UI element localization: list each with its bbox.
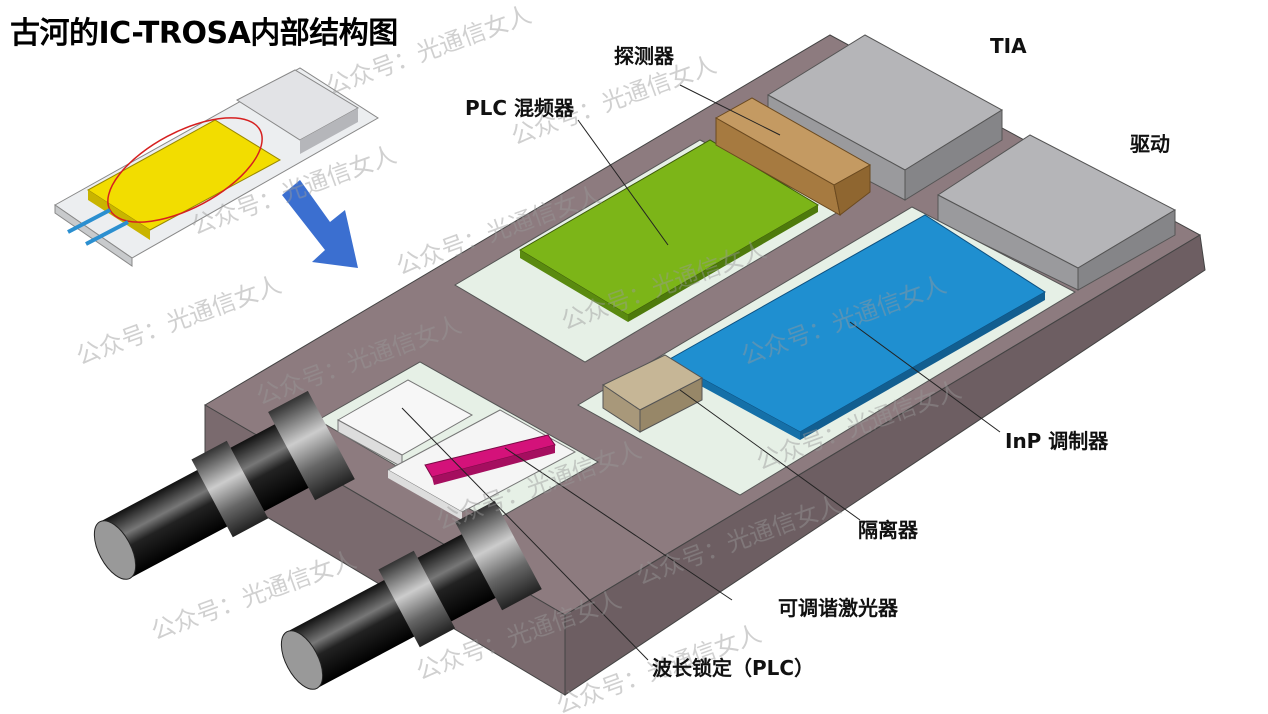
label-detector: 探测器 <box>614 44 674 68</box>
label-tia: TIA <box>990 34 1027 58</box>
fiber-connector-2 <box>280 500 542 690</box>
arrow-icon <box>282 180 358 268</box>
label-wavelength-locker: 波长锁定（PLC） <box>652 656 815 680</box>
inset-module <box>54 67 379 268</box>
label-inp-modulator: InP 调制器 <box>1005 429 1109 453</box>
svg-text:公众号：光通信女人: 公众号：光通信女人 <box>72 270 285 370</box>
wavelength-locker-plc <box>336 379 474 468</box>
fiber-connector-1 <box>93 390 355 580</box>
label-tunable-laser: 可调谐激光器 <box>778 596 898 620</box>
isolator <box>602 354 704 433</box>
label-isolator: 隔离器 <box>858 518 918 542</box>
label-plc-mixer: PLC 混频器 <box>465 96 575 120</box>
tunable-laser <box>386 409 577 520</box>
page-title: 古河的IC-TROSA内部结构图 <box>10 16 398 51</box>
leader-lines <box>401 84 1001 661</box>
label-driver: 驱动 <box>1130 132 1170 156</box>
driver-chip <box>937 134 1177 291</box>
detector-chip <box>714 97 872 216</box>
